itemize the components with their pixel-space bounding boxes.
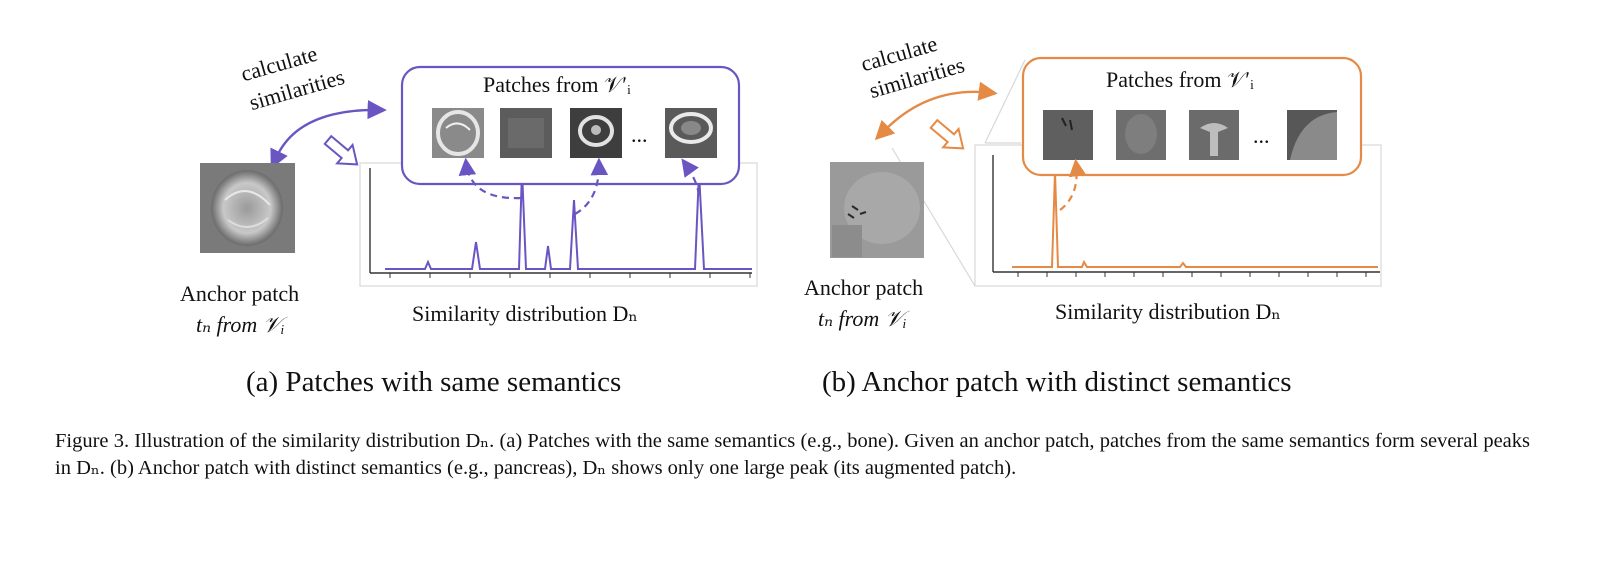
panel-a-anchor-label-2: tₙ from 𝒱ᵢ (196, 312, 285, 337)
panel-b-patches (1043, 110, 1337, 160)
panel-b-anchor-label-2: tₙ from 𝒱ᵢ (818, 306, 907, 331)
panel-a-anchor-label-1: Anchor patch (180, 281, 300, 306)
panel-a-box-title: Patches from 𝒱′ᵢ (483, 72, 631, 97)
panel-b-similarity-curve (1012, 171, 1378, 268)
panel-b-x-ticks (1017, 272, 1367, 277)
panel-b-hollow-arrow (929, 118, 965, 150)
panel-b-dist-label: Similarity distribution Dₙ (1055, 299, 1281, 324)
panel-a-patches (432, 108, 717, 158)
panel-b-dashed-arrow (1059, 158, 1087, 211)
panel-b-graphics (830, 56, 1382, 287)
panel-b-box-title: Patches from 𝒱′ᵢ (1106, 67, 1254, 92)
panel-a-dashed-arrow-1 (458, 157, 522, 200)
panel-b-double-arrow (874, 81, 998, 141)
panel-a-graphics (200, 65, 758, 287)
panel-a-double-arrow (270, 100, 387, 169)
panel-a-ellipsis: ... (631, 122, 648, 147)
panel-b-title: (b) Anchor patch with distinct semantics (822, 366, 1292, 398)
panel-a-dashed-arrow-2 (574, 157, 609, 215)
panel-a-dashed-arrow-3 (681, 158, 701, 196)
panel-a-hollow-arrow (323, 134, 359, 166)
panel-b-ellipsis: ... (1253, 123, 1270, 148)
panel-a-similarity-curve (385, 169, 752, 270)
panel-a-dist-label: Similarity distribution Dₙ (412, 301, 638, 326)
panel-a-patch-1 (432, 108, 484, 158)
panel-b-anchor-label-1: Anchor patch (804, 275, 924, 300)
panel-a-x-ticks (389, 273, 751, 278)
figure-caption: Figure 3. Illustration of the similarity… (55, 430, 1530, 479)
panel-a-title: (a) Patches with same semantics (246, 366, 622, 398)
panel-b-patch-1 (1043, 110, 1093, 160)
